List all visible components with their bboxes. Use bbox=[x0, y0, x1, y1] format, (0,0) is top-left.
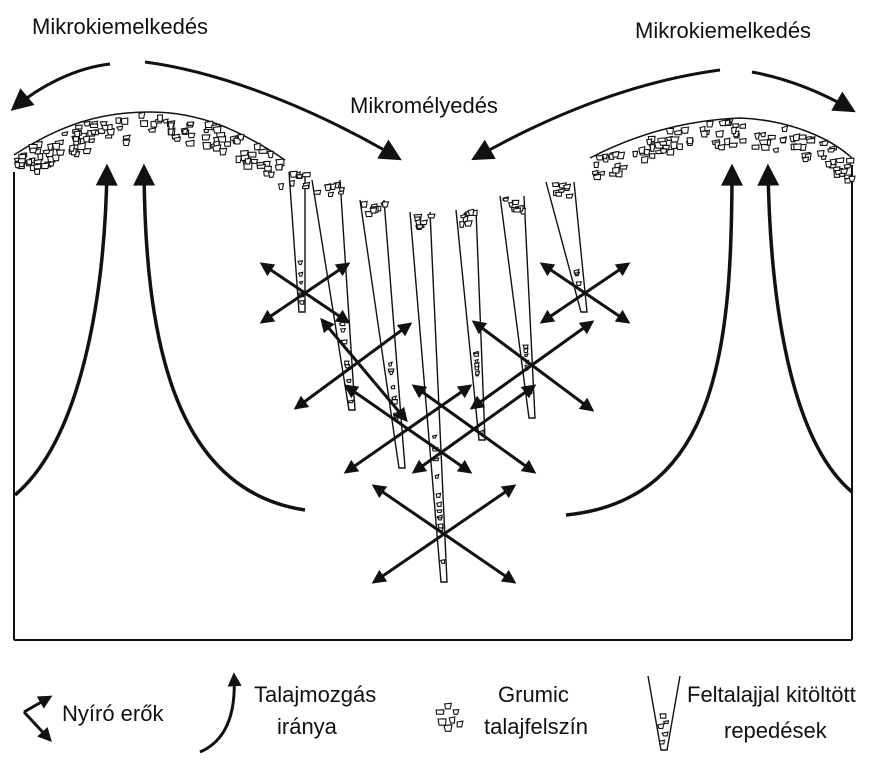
legend-soil-movement-icon bbox=[200, 675, 234, 752]
label-micro-elevation-left: Mikrokiemelkedés bbox=[32, 14, 208, 40]
upward-arrow-right-outer bbox=[768, 168, 852, 492]
arrow-right-outward bbox=[752, 72, 852, 110]
upward-arrow-left-inner bbox=[144, 168, 305, 510]
legend-cracks-line2: repedések bbox=[724, 716, 827, 746]
legend-soil-movement-line1: Talajmozgás bbox=[254, 680, 376, 710]
filled-crack bbox=[312, 180, 355, 410]
right-grumic-crumbs bbox=[593, 119, 856, 183]
legend-grumic-icon bbox=[436, 703, 463, 731]
legend-shear-icon bbox=[24, 697, 50, 740]
legend-shear-forces-label: Nyíró erők bbox=[62, 699, 163, 729]
filled-cracks-group bbox=[289, 171, 587, 582]
upward-arrow-left-outer bbox=[15, 168, 107, 495]
legend-cracks-line1: Feltalajjal kitöltött bbox=[687, 680, 856, 710]
upward-arrow-right-inner bbox=[566, 168, 732, 515]
legend-crack-icon bbox=[648, 676, 680, 750]
arrow-right-inward bbox=[475, 70, 720, 158]
shear-force-arrows bbox=[262, 264, 628, 582]
legend-grumic-line1: Grumic bbox=[498, 680, 569, 710]
arrow-left-outward bbox=[14, 64, 110, 108]
filled-crack bbox=[546, 182, 587, 312]
legend-soil-movement-line2: iránya bbox=[277, 712, 337, 742]
label-micro-elevation-right: Mikrokiemelkedés bbox=[635, 18, 811, 44]
filled-crack bbox=[456, 209, 485, 440]
left-grumic-crumbs bbox=[15, 112, 284, 189]
legend-grumic-line2: talajfelszín bbox=[484, 712, 588, 742]
label-micro-depression: Mikromélyedés bbox=[350, 93, 498, 119]
